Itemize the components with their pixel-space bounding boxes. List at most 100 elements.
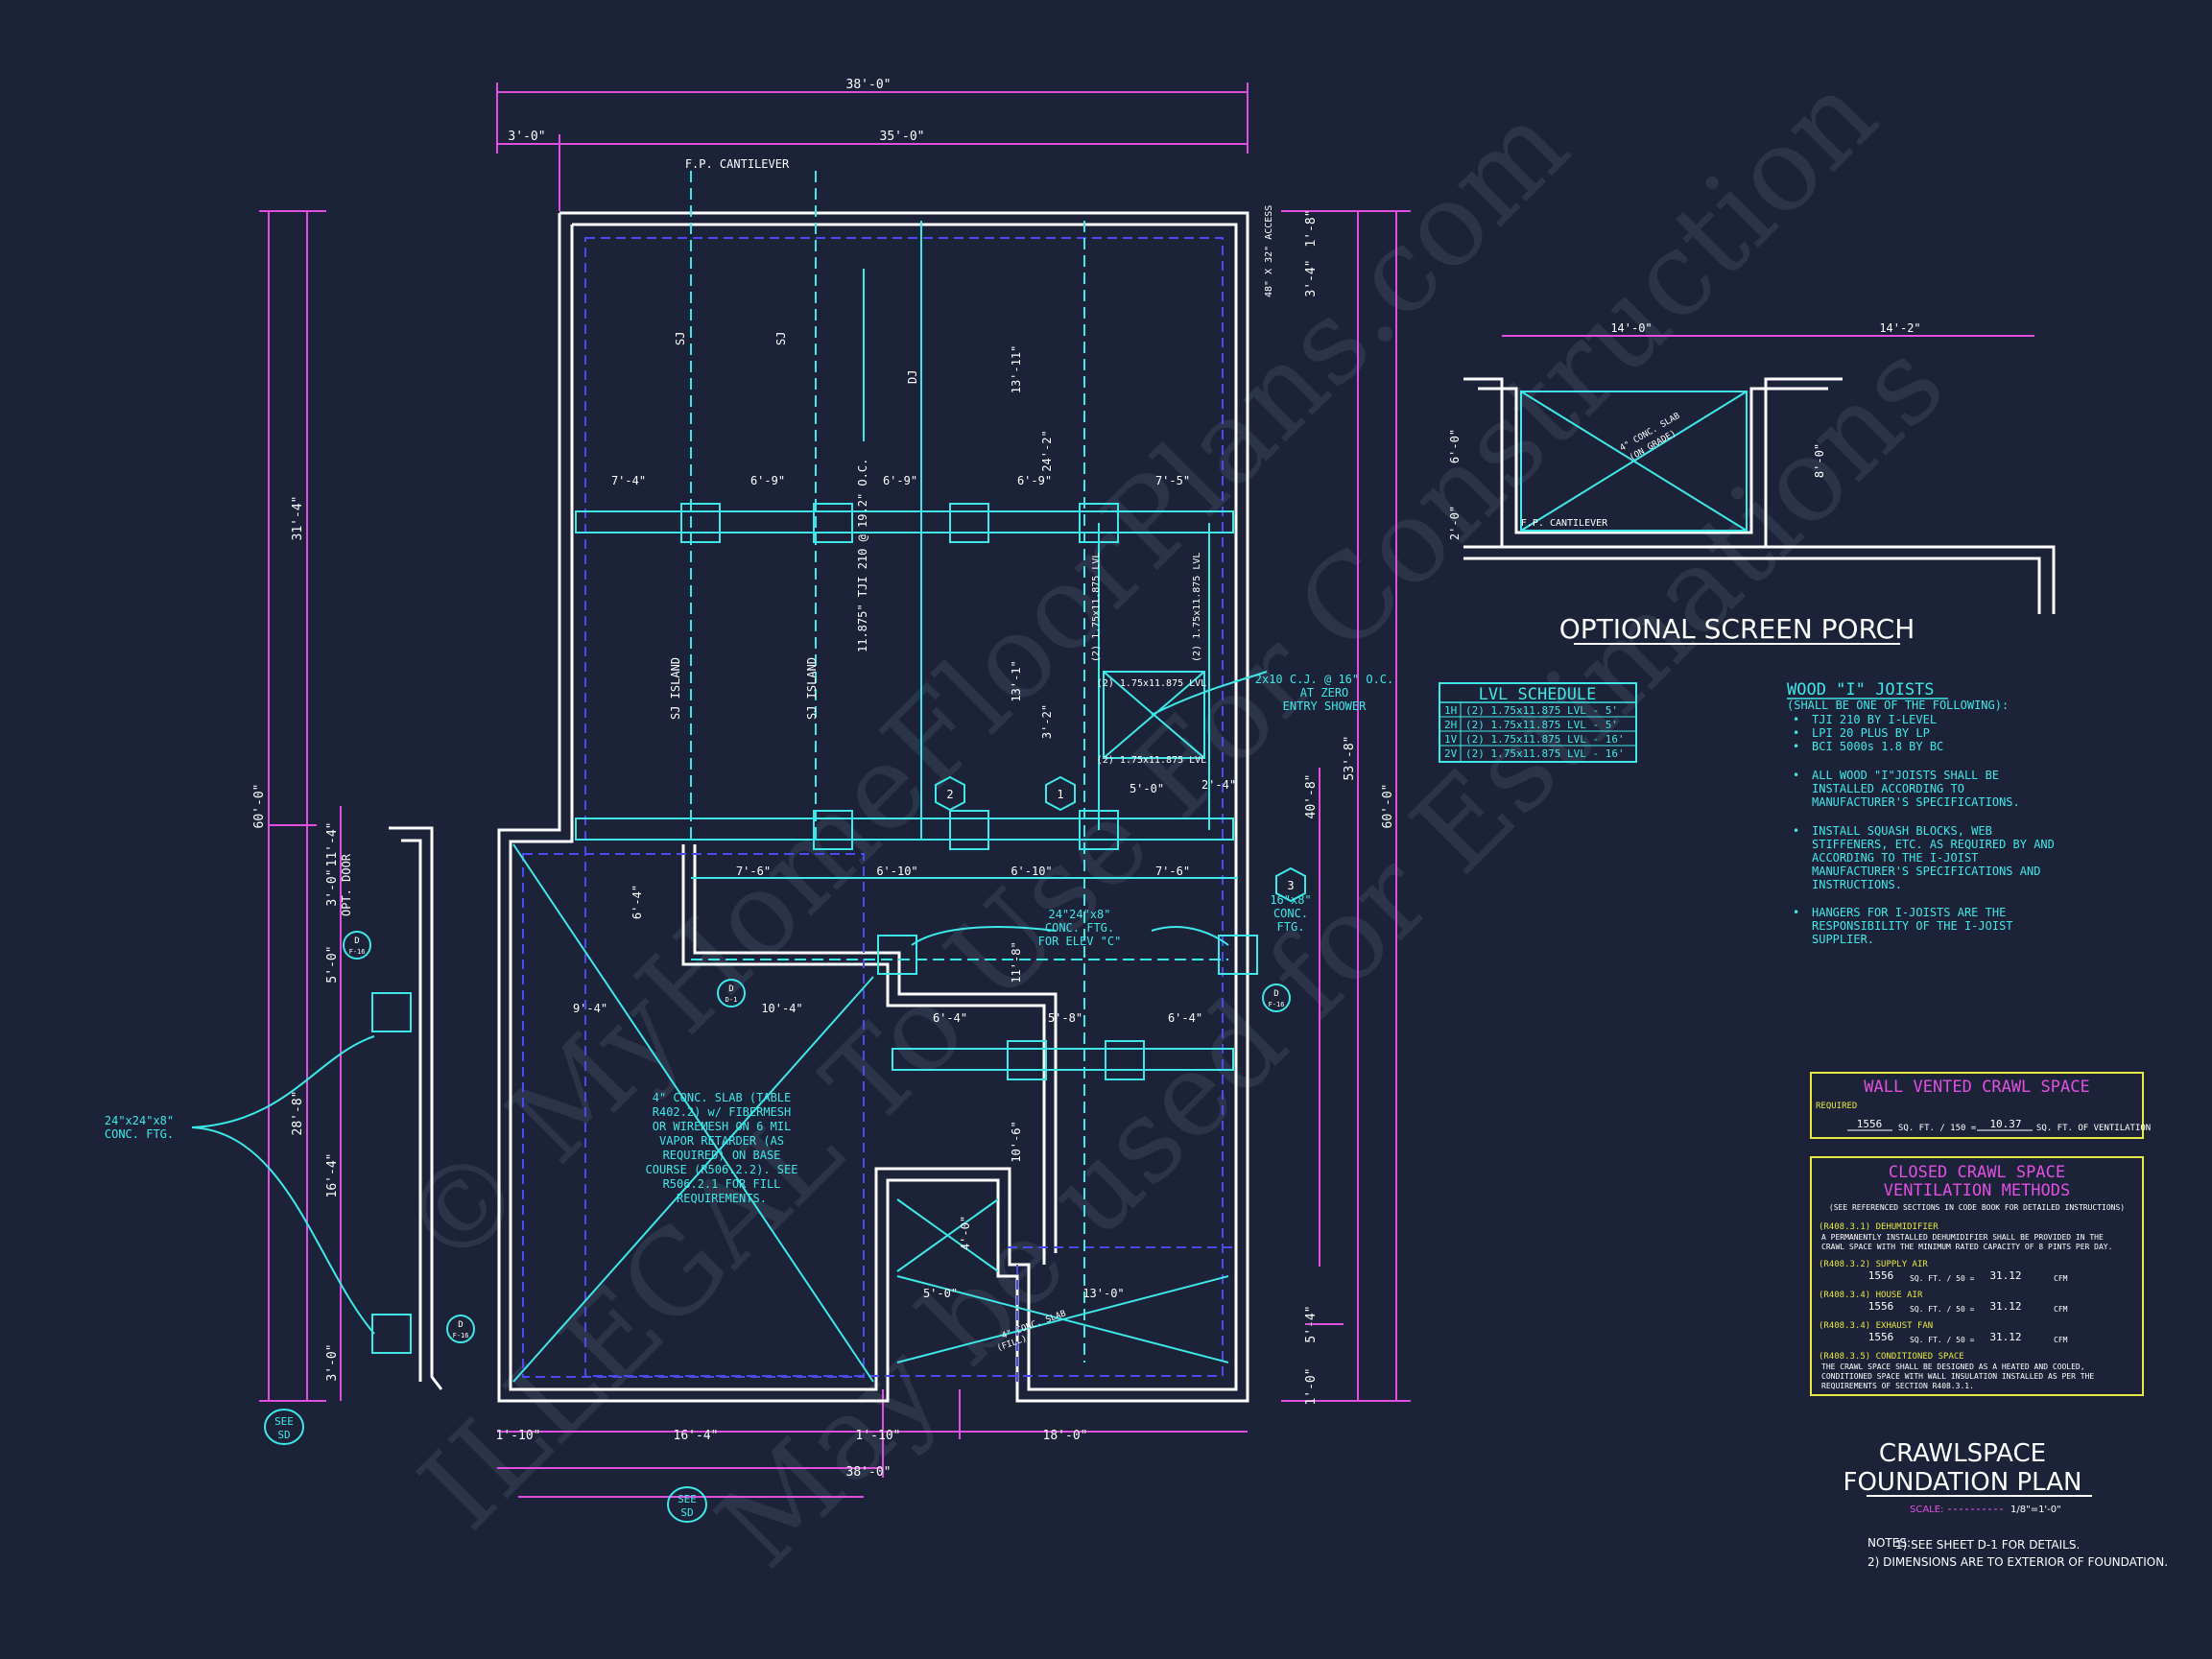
supply-val: 31.12 xyxy=(1989,1269,2021,1282)
supply-div: SQ. FT. / 50 = xyxy=(1910,1274,1975,1283)
beam-dim-low-2: 5'-8" xyxy=(1048,1011,1082,1025)
cond-text-2: CONDITIONED SPACE WITH WALL INSULATION I… xyxy=(1821,1372,2094,1381)
lvl-row-4-id: 2V xyxy=(1444,747,1458,760)
tji-note: 11.875" TJI 210 @ 19.2" O.C. xyxy=(856,459,869,652)
joists-note1-l3: MANUFACTURER'S SPECIFICATIONS. xyxy=(1812,795,2020,809)
closed-note: (SEE REFERENCED SECTIONS IN CODE BOOK FO… xyxy=(1829,1203,2125,1212)
house-code: (R408.3.4) HOUSE AIR xyxy=(1819,1291,1923,1300)
closed-crawl-space-box: CLOSED CRAWL SPACE VENTILATION METHODS (… xyxy=(1810,1156,2144,1396)
slab-note-2: R402.2) w/ FIBERMESH xyxy=(653,1105,792,1119)
joists-note3-l3: SUPPLIER. xyxy=(1812,933,1874,946)
lvl-row-3-id: 1V xyxy=(1444,733,1458,746)
joists-option-2: LPI 20 PLUS BY LP xyxy=(1812,726,1930,740)
supply-sqft: 1556 xyxy=(1868,1269,1894,1282)
sect-d1: D-1 xyxy=(725,996,738,1004)
notes-label: NOTES: xyxy=(1867,1536,1911,1550)
cj-note-3: ENTRY SHOWER xyxy=(1283,699,1367,713)
exhaust-val: 31.12 xyxy=(1989,1331,2021,1343)
dim-top-right: 35'-0" xyxy=(880,130,925,144)
span-dim-1: 13'-11" xyxy=(1010,345,1023,394)
span-dim-13: 5'-0" xyxy=(923,1287,958,1300)
joists-subtitle: (SHALL BE ONE OF THE FOLLOWING): xyxy=(1787,699,2009,712)
dim-left-lower: 28'-8" xyxy=(291,1091,305,1136)
dehum-code: (R408.3.1) DEHUMIDIFIER xyxy=(1819,1222,1938,1232)
sect-d-1: D xyxy=(354,936,359,946)
sj-island-label-2: SJ ISLAND xyxy=(805,657,819,720)
dim-right-total: 60'-0" xyxy=(1381,784,1395,829)
beam-dim-top-5: 7'-5" xyxy=(1155,474,1190,487)
dim-bottom-a: 1'-10" xyxy=(496,1429,541,1443)
beam-dim-top-1: 7'-4" xyxy=(611,474,646,487)
beam-dim-mid-3: 6'-10" xyxy=(1011,865,1052,878)
house-val: 31.12 xyxy=(1989,1300,2021,1313)
exhaust-sqft: 1556 xyxy=(1868,1331,1894,1343)
joists-note1-l2: INSTALLED ACCORDING TO xyxy=(1812,782,1964,795)
note-1-visible: 1) SEE SHEET D-1 FOR DETAILS. xyxy=(1895,1538,2080,1552)
span-dim-9: 10'-6" xyxy=(1010,1121,1023,1162)
exhaust-unit: CFM xyxy=(2054,1336,2068,1344)
beam-dim-top-4: 6'-9" xyxy=(1017,474,1052,487)
dim-left-col-1: 11'-4" xyxy=(325,822,340,867)
porch-dim-a: 14'-0" xyxy=(1610,321,1652,335)
bubble-2-top: SEE xyxy=(678,1493,697,1505)
title-line-2: FOUNDATION PLAN xyxy=(1843,1468,2082,1497)
dim-right-col-3: 5'-4" xyxy=(1304,1305,1319,1342)
porch-dim-h2: 2'-0" xyxy=(1448,506,1462,540)
span-dim-4: 3'-2" xyxy=(1040,704,1054,739)
sj-label-2: SJ xyxy=(774,332,788,345)
joists-option-3: BCI 5000s 1.8 BY BC xyxy=(1812,740,1943,753)
slab-note-6: COURSE (R506.2.2). SEE xyxy=(646,1163,798,1176)
joists-note2-l2: STIFFENERS, ETC. AS REQUIRED BY AND xyxy=(1812,838,2055,851)
lvl-row-3-desc: (2) 1.75x11.875 LVL - 16' xyxy=(1465,733,1625,746)
joists-bullet-3: • xyxy=(1793,740,1799,753)
lvl-row-2-desc: (2) 1.75x11.875 LVL - 5' xyxy=(1465,719,1618,731)
span-dim-6: 2'-4" xyxy=(1201,778,1236,792)
beam-dim-mid-1: 7'-6" xyxy=(736,865,771,878)
dehum-text-1: A PERMANENTLY INSTALLED DEHUMIDIFIER SHA… xyxy=(1821,1233,2104,1242)
cj-note-2: AT ZERO xyxy=(1300,686,1349,699)
ftg16-note-1: 16"x8" xyxy=(1270,893,1311,907)
dehum-text-2: CRAWL SPACE WITH THE MINIMUM RATED CAPAC… xyxy=(1821,1243,2112,1251)
beam-dim-top-3: 6'-9" xyxy=(883,474,917,487)
sect-f16-3: F-16 xyxy=(453,1332,469,1339)
ftg-note-1: 24"24"x8" xyxy=(1048,908,1110,921)
span-dim-14: 13'-0" xyxy=(1082,1287,1124,1300)
ftg-note-2: CONC. FTG. xyxy=(1045,921,1114,935)
sect-d-3: D xyxy=(458,1320,463,1330)
ftg16-note-2: CONC. xyxy=(1273,907,1308,920)
beam-dim-low-3: 6'-4" xyxy=(1168,1011,1202,1025)
slab-note-1: 4" CONC. SLAB (TABLE xyxy=(653,1091,792,1104)
ftg24-note-2: CONC. FTG. xyxy=(105,1127,174,1141)
cond-text-3: REQUIREMENTS OF SECTION R408.3.1. xyxy=(1821,1382,1974,1390)
closed-title-2: VENTILATION METHODS xyxy=(1884,1181,2070,1200)
sect-d-2: D xyxy=(1273,989,1278,999)
dim-left-upper: 31'-4" xyxy=(291,496,305,541)
porch-dim-h1: 6'-0" xyxy=(1448,429,1462,463)
title-line-1: CRAWLSPACE xyxy=(1879,1439,2046,1468)
ftg-note-3: FOR ELEV "C" xyxy=(1038,935,1122,948)
span-dim-11: 9'-4" xyxy=(573,1002,607,1015)
span-dim-2: 24'-2" xyxy=(1040,430,1054,471)
foundation-walls xyxy=(389,211,2056,1403)
sect-d-4: D xyxy=(728,984,733,994)
dim-bottom-total: 38'-0" xyxy=(846,1465,892,1480)
lvl-row-1-id: 1H xyxy=(1444,704,1457,717)
slab-note: 4" CONC. SLAB (TABLE R402.2) w/ FIBERMES… xyxy=(646,1091,798,1205)
span-dim-5: 5'-0" xyxy=(1130,782,1164,795)
slab-note-4: VAPOR RETARDER (AS xyxy=(659,1134,784,1148)
lvl-note-h1: (2) 1.75x11.875 LVL xyxy=(1097,678,1206,689)
joists-option-1: TJI 210 BY I-LEVEL xyxy=(1812,713,1937,726)
tag-2: 2 xyxy=(946,788,953,801)
joists-bullet-1: • xyxy=(1793,713,1799,726)
dim-right-col-4: 1'-0" xyxy=(1304,1367,1319,1405)
lvl-note-right: (2) 1.75x11.875 LVL xyxy=(1192,553,1202,662)
note-2: 2) DIMENSIONS ARE TO EXTERIOR OF FOUNDAT… xyxy=(1867,1555,2168,1569)
dim-top-left: 3'-0" xyxy=(508,130,545,144)
wall-vented-crawl-space-box: WALL VENTED CRAWL SPACE REQUIRED 1556 SQ… xyxy=(1810,1072,2151,1139)
sect-f16-1: F-16 xyxy=(349,948,366,956)
beams-and-joists xyxy=(191,171,2034,1523)
supply-unit: CFM xyxy=(2054,1274,2068,1283)
dim-top-total: 38'-0" xyxy=(846,78,892,92)
closed-title-1: CLOSED CRAWL SPACE xyxy=(1889,1163,2065,1182)
